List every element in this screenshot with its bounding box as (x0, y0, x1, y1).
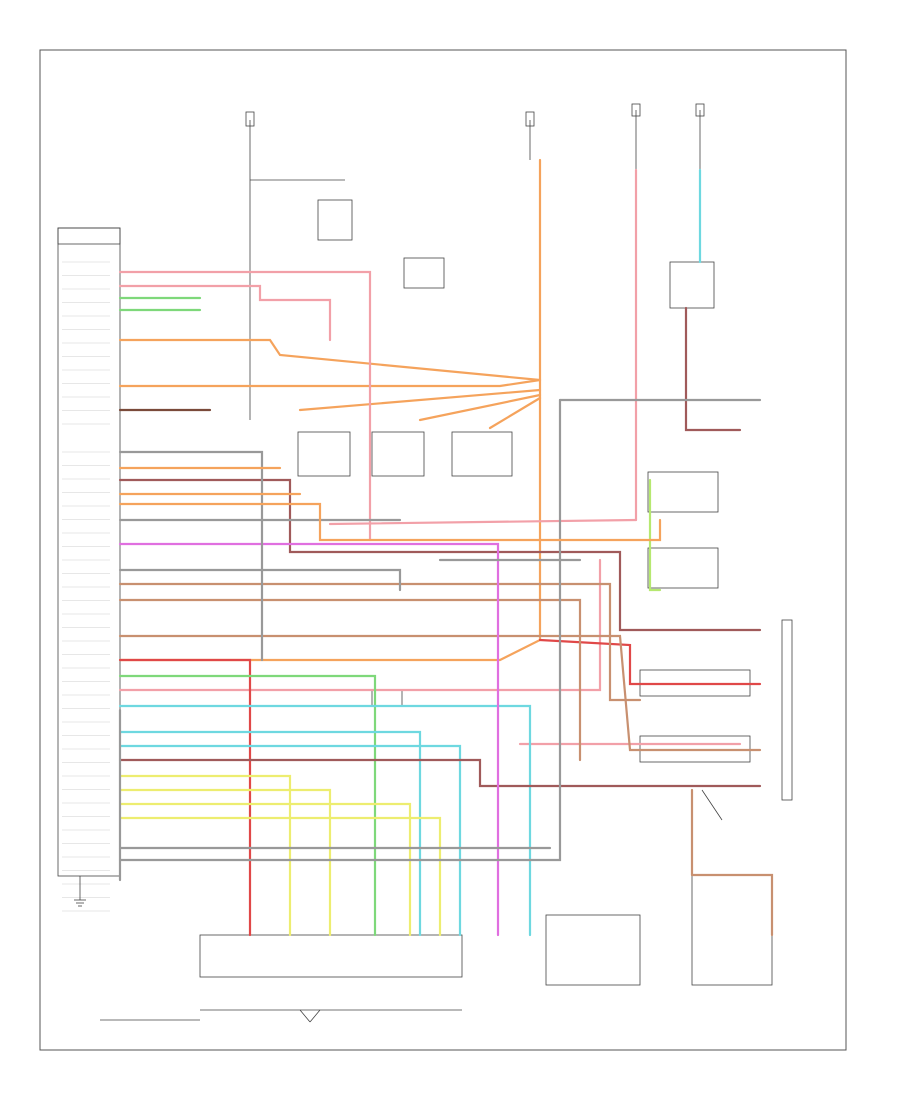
wire-tan-30 (118, 634, 762, 752)
wire-brown-27 (684, 306, 742, 432)
left-module-header (57, 227, 121, 245)
wire-red-12 (118, 658, 252, 937)
wire-orange-44 (118, 502, 662, 542)
wire-orange-5 (488, 396, 542, 430)
relay-boxes (199, 199, 793, 986)
wire-orange-1 (118, 338, 542, 382)
wire-brown-26 (118, 478, 762, 632)
wire-pink-6 (118, 270, 372, 542)
wire-orange-0 (118, 158, 542, 662)
wire-tan-32 (690, 873, 774, 937)
wire-orange-4 (418, 393, 542, 422)
wire-orange-3 (298, 388, 542, 412)
wire-gray-38 (118, 568, 402, 592)
wire-cyan-18 (118, 730, 422, 937)
wire-yellow-22 (118, 788, 332, 937)
wire-cyan-19 (118, 744, 462, 937)
wire-orange-2 (118, 378, 542, 388)
wire-cyan-20 (118, 704, 532, 937)
wire-yellow-21 (118, 774, 292, 937)
wire-gray-36 (118, 450, 264, 662)
wire-harness (118, 158, 774, 937)
diagram-frame (39, 49, 847, 1051)
bottom-switches (74, 876, 462, 1023)
wire-pink-10 (118, 558, 602, 692)
wire-tan-29 (118, 598, 582, 762)
wire-lime-34 (648, 478, 662, 592)
left-module-outline (57, 227, 121, 877)
wire-red-13 (538, 638, 762, 686)
wire-pink-7 (118, 284, 332, 342)
wire-yellow-24 (118, 816, 442, 937)
wire-pink-9 (328, 518, 638, 526)
top-fuse-feeds (245, 103, 705, 420)
wire-green-16 (118, 674, 377, 937)
wire-violet-33 (118, 542, 500, 937)
wire-brown-25 (118, 758, 762, 788)
switch-arm (701, 789, 723, 821)
left-module-pins (62, 261, 110, 912)
wire-gray-40 (118, 398, 562, 862)
wire-yellow-23 (118, 802, 412, 937)
